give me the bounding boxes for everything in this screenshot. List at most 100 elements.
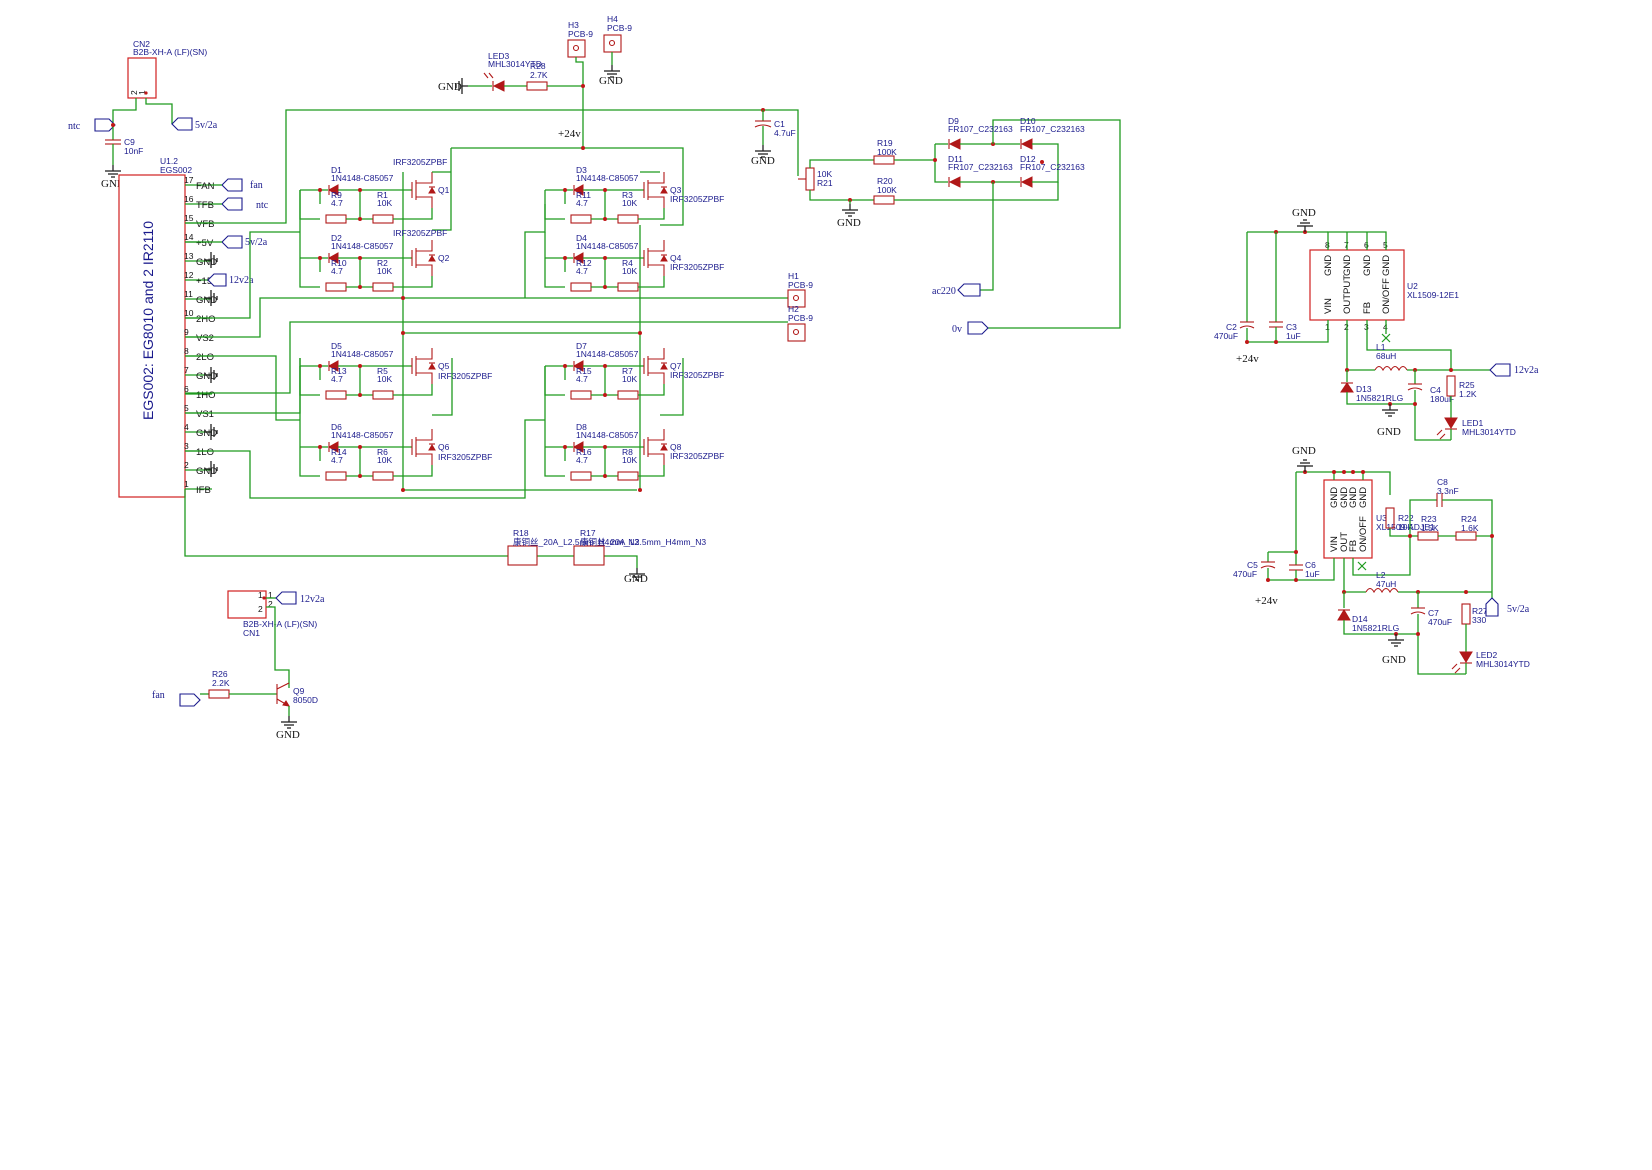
r21-value: 10K [817,169,832,179]
u1-pin-name: VFB [196,219,214,230]
d14-value: 1N5821RLG [1352,623,1399,633]
reg-pin-name: FB [1348,540,1359,552]
diode-value: 1N4148-C85057 [331,430,394,440]
r21-pot: 10K R21 GND [797,159,874,229]
u2-value: XL1509-12E1 [1407,290,1459,300]
led1-value: MHL3014YTD [1462,427,1516,437]
pulldown-value: 10K [622,198,637,208]
pulldown-ref: R3 [622,190,633,200]
c1-value: 4.7uF [774,128,796,138]
gate-resistor-value: 4.7 [576,374,588,384]
r25-ref: R25 [1459,380,1475,390]
u1-pin-name: FAN [196,181,215,192]
mosfet-value: IRF3205ZPBF [393,157,447,167]
diode-ref: D7 [576,341,587,351]
v5-label-u3: 5v/2a [1507,604,1530,615]
gate-resistor-value: 4.7 [576,455,588,465]
u1-pin-name: +15V [196,276,219,287]
ac220-label: ac220 [932,286,956,297]
h4-ref: H4 [607,14,618,24]
u1-pin-number: 2 [184,460,189,470]
u1-pin-name: 2LO [196,352,214,363]
c8-value: 3.3nF [1437,486,1459,496]
gnd-label-led3: GND [438,81,462,93]
pulldown-ref: R8 [622,447,633,457]
reg-pin-name: GND [1342,255,1353,276]
cn1-pin2-b: 2 [268,599,273,609]
l2-ref: L2 [1376,570,1386,580]
u1-pin-number: 5 [184,403,189,413]
r17-value: 康铜丝_20A_L2.5mm_H4mm_N3 [580,537,706,547]
u1-pin-number: 17 [184,175,194,185]
mosfet-value: IRF3205ZPBF [670,194,724,204]
h1-ref: H1 [788,271,799,281]
d10-ref: D10 [1020,116,1036,126]
r20-res: R20 100K [873,176,1059,205]
gate-resistor-ref: R11 [576,190,591,200]
c6-ref: C6 [1305,560,1316,570]
r23-value: 1.5K [1421,523,1439,533]
h3-ref: H3 [568,20,579,30]
led1-ref: LED1 [1462,418,1484,428]
pulldown-ref: R4 [622,258,633,268]
gnd-label-shunt: GND [624,573,648,585]
r18-ref: R18 [513,528,529,538]
reg-pin-name: GND [1339,487,1350,508]
u1-pin-name: GND [196,466,217,477]
pulldown-value: 10K [622,455,637,465]
pulldown-value: 10K [377,198,392,208]
reg-pin-name: GND [1358,487,1369,508]
c4-value: 180uF [1430,394,1454,404]
d12-ref: D12 [1020,154,1036,164]
r28-value: 2.7K [530,70,548,80]
cn2-pin2: 2 [129,90,139,95]
v5-label-top: 5v/2a [195,120,218,131]
pulldown-value: 10K [377,266,392,276]
c7-value: 470uF [1428,617,1452,627]
led3-ref: LED3 [488,51,510,61]
mosfet-ref: Q5 [438,361,450,371]
c7-ref: C7 [1428,608,1439,618]
d11-value: FR107_C232163 [948,162,1013,172]
r25-value: 1.2K [1459,389,1477,399]
h4-value: PCB-9 [607,23,632,33]
mosfet-ref: Q1 [438,185,450,195]
l2-value: 47uH [1376,579,1396,589]
pulldown-ref: R7 [622,366,633,376]
r24-value: 1.6K [1461,523,1479,533]
c6-value: 1uF [1305,569,1320,579]
cn1-ref: CN1 [243,628,260,638]
u1-pin-number: 16 [184,194,194,204]
ntc-label-u1: ntc [256,200,269,211]
cn2-pin1: 1 [137,90,147,95]
reg-pin-name: ON/OFF [1358,516,1369,552]
u1-pin-name: +5V [196,238,214,249]
c8-ref: C8 [1437,477,1448,487]
diode-value: 1N4148-C85057 [576,430,639,440]
v5-net-top: 5v/2a [171,117,218,131]
pulldown-ref: R6 [377,447,388,457]
gate-resistor-ref: R9 [331,190,342,200]
u1-pin-name: 1HO [196,390,216,401]
diode-value: 1N4148-C85057 [331,173,394,183]
led2-ref: LED2 [1476,650,1498,660]
r22-ref: R22 [1398,513,1414,523]
c2-value: 470uF [1214,331,1238,341]
u1-wiring: GND [184,109,799,585]
ac220-flag: ac220 [932,283,981,297]
u1-pin-number: 1 [184,479,189,489]
h2-value: PCB-9 [788,313,813,323]
connector-h1: H1 PCB-9 [787,271,813,308]
reg-pin-name: GND [1348,487,1359,508]
gnd-label-h4: GND [599,75,623,87]
pulldown-ref: R5 [377,366,388,376]
r20-value: 100K [877,185,897,195]
zero-label: 0v [952,324,962,335]
diode-value: 1N4148-C85057 [576,173,639,183]
fan-driver: fan R26 2.2K GND Q9 8050D [152,669,318,741]
